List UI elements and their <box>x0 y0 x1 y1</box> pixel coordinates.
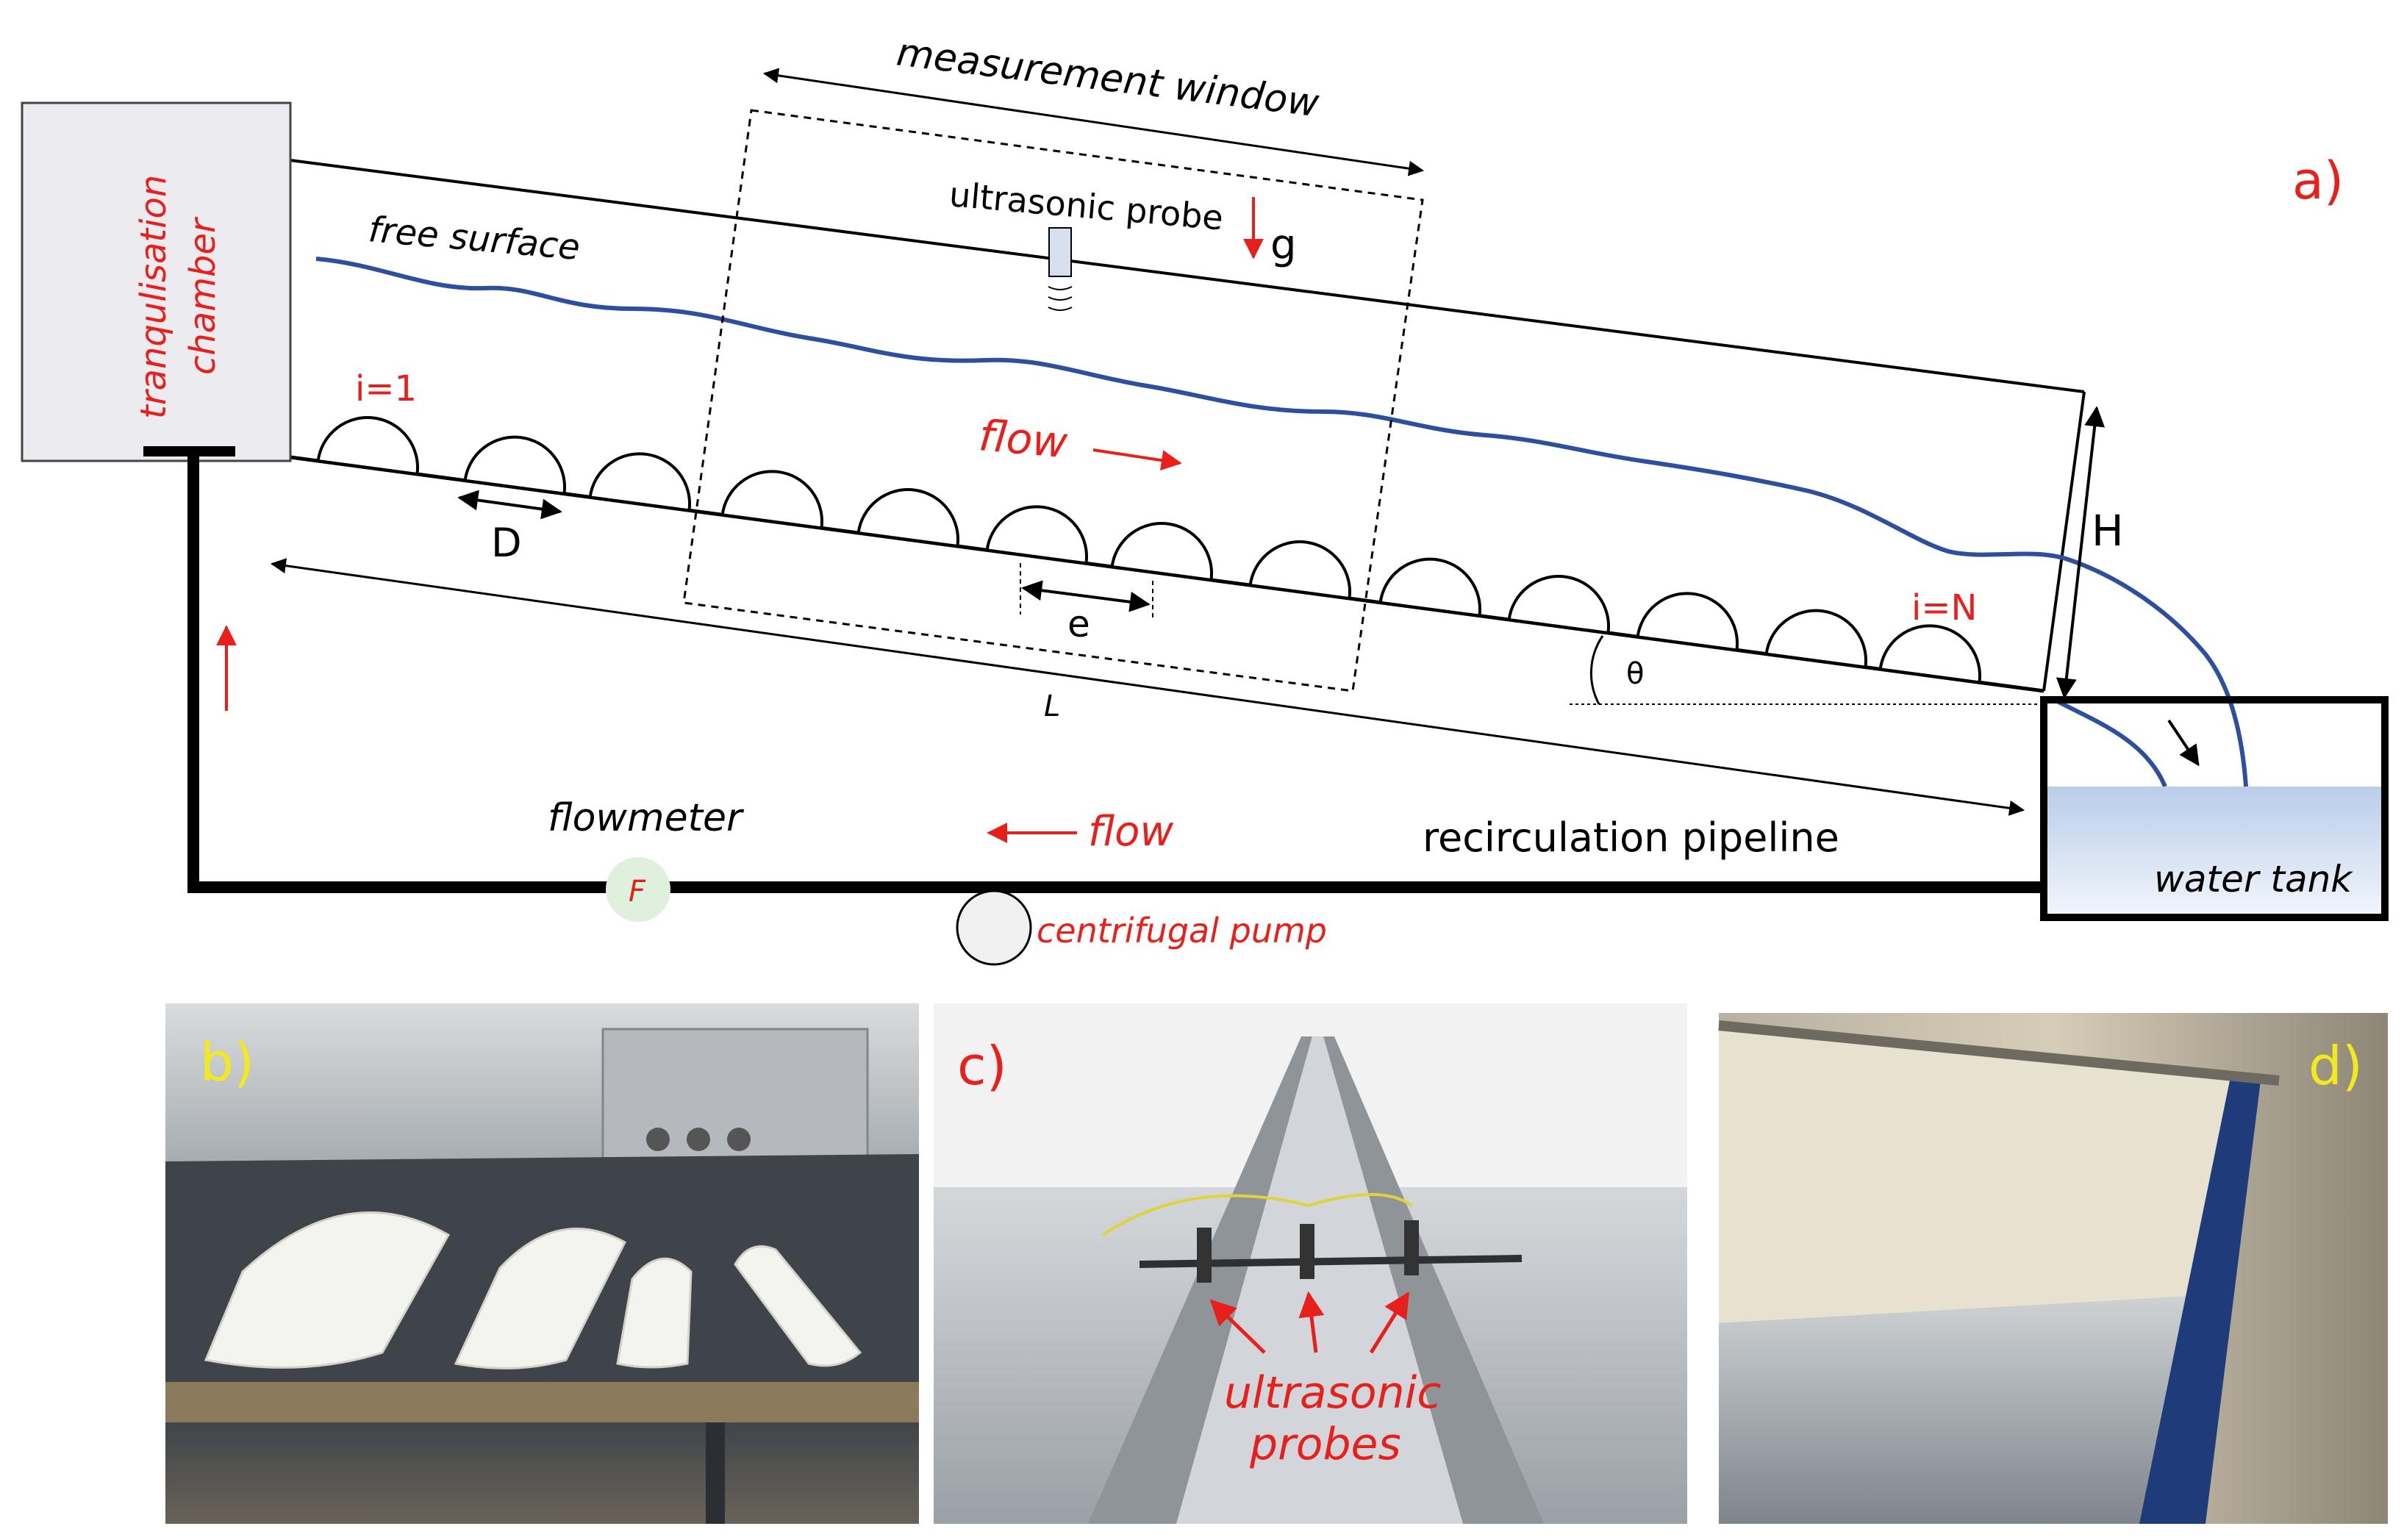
photo-b-knob-3 <box>727 1128 751 1151</box>
panel-b-photo: b) <box>165 1003 919 1524</box>
panel-c-label: c) <box>957 1035 1007 1097</box>
first-element-label: i=1 <box>355 368 417 409</box>
half-cylinder-element-6 <box>985 505 1088 565</box>
water-tank-label: water tank <box>2154 858 2353 900</box>
recirculation-pipeline-label: recirculation pipeline <box>1423 814 1839 861</box>
diameter-label: D <box>491 520 522 566</box>
photo-b-knob-1 <box>646 1128 670 1151</box>
angle-label: θ <box>1626 657 1644 691</box>
ultrasonic-probe-label: ultrasonic probe <box>948 174 1225 237</box>
half-cylinder-element-5 <box>856 488 959 548</box>
spacing-label: e <box>1067 603 1090 645</box>
free-surface-label: free surface <box>367 209 582 268</box>
ultrasonic-probe-symbol <box>1048 227 1072 277</box>
last-element-label: i=N <box>1911 587 1977 628</box>
panel-a-schematic: tranqulisation chamber water tank F flow… <box>21 30 2389 966</box>
photo-b-half-cylinder-4 <box>734 1245 862 1367</box>
probe-wave-3 <box>1048 307 1073 311</box>
flowmeter-symbol-label: F <box>629 875 646 909</box>
centrifugal-pump-label: centrifugal pump <box>1037 911 1327 950</box>
photo-c-annotation-line-2: probes <box>1249 1419 1401 1470</box>
channel-top-wall <box>290 159 2085 393</box>
recirculation-loop <box>187 454 2044 893</box>
half-cylinder-element-3 <box>588 452 691 512</box>
photo-d-glass-wall <box>1719 1025 2231 1323</box>
angle-arc <box>1589 635 1604 705</box>
photo-c-arrow-1 <box>1209 1299 1266 1354</box>
photo-d-flume-frame <box>2139 1073 2261 1524</box>
outflow-arrow <box>2167 719 2200 767</box>
half-cylinder-element-2 <box>463 435 566 495</box>
measurement-window-arrow <box>762 68 1425 176</box>
photo-c-arrow-2 <box>1298 1291 1325 1353</box>
channel-flow-label: flow <box>977 410 1070 468</box>
panel-b-label: b) <box>200 1031 254 1093</box>
photo-d-water-surface <box>1719 1294 2231 1524</box>
panel-d-label: d) <box>2308 1035 2363 1097</box>
free-surface-line <box>315 257 2248 787</box>
flowmeter-label: flowmeter <box>548 796 745 840</box>
probe-wave-1 <box>1048 286 1073 290</box>
length-dimension-arrow <box>270 558 2025 816</box>
flowmeter-symbol <box>606 857 670 922</box>
photo-c-annotation-line-1: ultrasonic <box>1224 1367 1441 1419</box>
water-tank-water <box>2044 787 2385 917</box>
diameter-dimension-arrow <box>457 490 562 520</box>
photo-c-probe-2 <box>1300 1224 1314 1279</box>
gravity-label: g <box>1270 221 1297 269</box>
photo-c-flume-bed <box>1176 1036 1463 1524</box>
outflow-jet-lower <box>2057 700 2167 788</box>
centrifugal-pump-symbol <box>956 889 1032 966</box>
half-cylinder-element-4 <box>720 470 823 530</box>
height-dimension-arrow <box>2056 406 2106 699</box>
water-tank <box>2040 696 2389 921</box>
height-label: H <box>2092 506 2124 556</box>
panel-d-photo: d) <box>1718 1013 2388 1524</box>
photo-c-arrow-3 <box>1369 1292 1410 1354</box>
measurement-window-label: measurement window <box>894 30 1321 126</box>
channel-flow-arrow <box>1092 448 1182 471</box>
photo-b-half-cylinder-2 <box>454 1228 626 1369</box>
spacing-dimension-arrow <box>1021 580 1151 612</box>
photo-c-probe-1 <box>1197 1228 1212 1283</box>
panel-a-label: a) <box>2292 151 2344 211</box>
photo-c-probe-3 <box>1404 1220 1419 1275</box>
photo-c-probe-cable <box>1101 1193 1413 1236</box>
half-cylinder-element-1 <box>316 416 419 476</box>
half-cylinder-elements <box>316 416 1981 684</box>
photo-b-half-cylinder-1 <box>204 1211 451 1369</box>
channel-end-wall <box>2042 391 2086 692</box>
length-label: L <box>1044 690 1060 723</box>
probe-wave-2 <box>1048 296 1073 301</box>
photo-c-flume-right-wall <box>1323 1036 1544 1524</box>
tranquilisation-chamber-label-1: tranqulisation <box>133 175 174 419</box>
photo-b-table-edge <box>165 1382 919 1422</box>
photo-b-half-cylinder-3 <box>616 1257 693 1369</box>
photo-b-table-leg <box>706 1422 725 1524</box>
tranquilisation-chamber-label-2: chamber <box>182 216 223 375</box>
photo-b-knob-2 <box>687 1128 710 1151</box>
photo-d-top-rail <box>1718 1020 2280 1086</box>
panel-c-photo: ultrasonic probes c) <box>934 1003 1687 1524</box>
tranquilisation-chamber <box>21 101 292 462</box>
return-flow-label: flow <box>1088 808 1173 856</box>
